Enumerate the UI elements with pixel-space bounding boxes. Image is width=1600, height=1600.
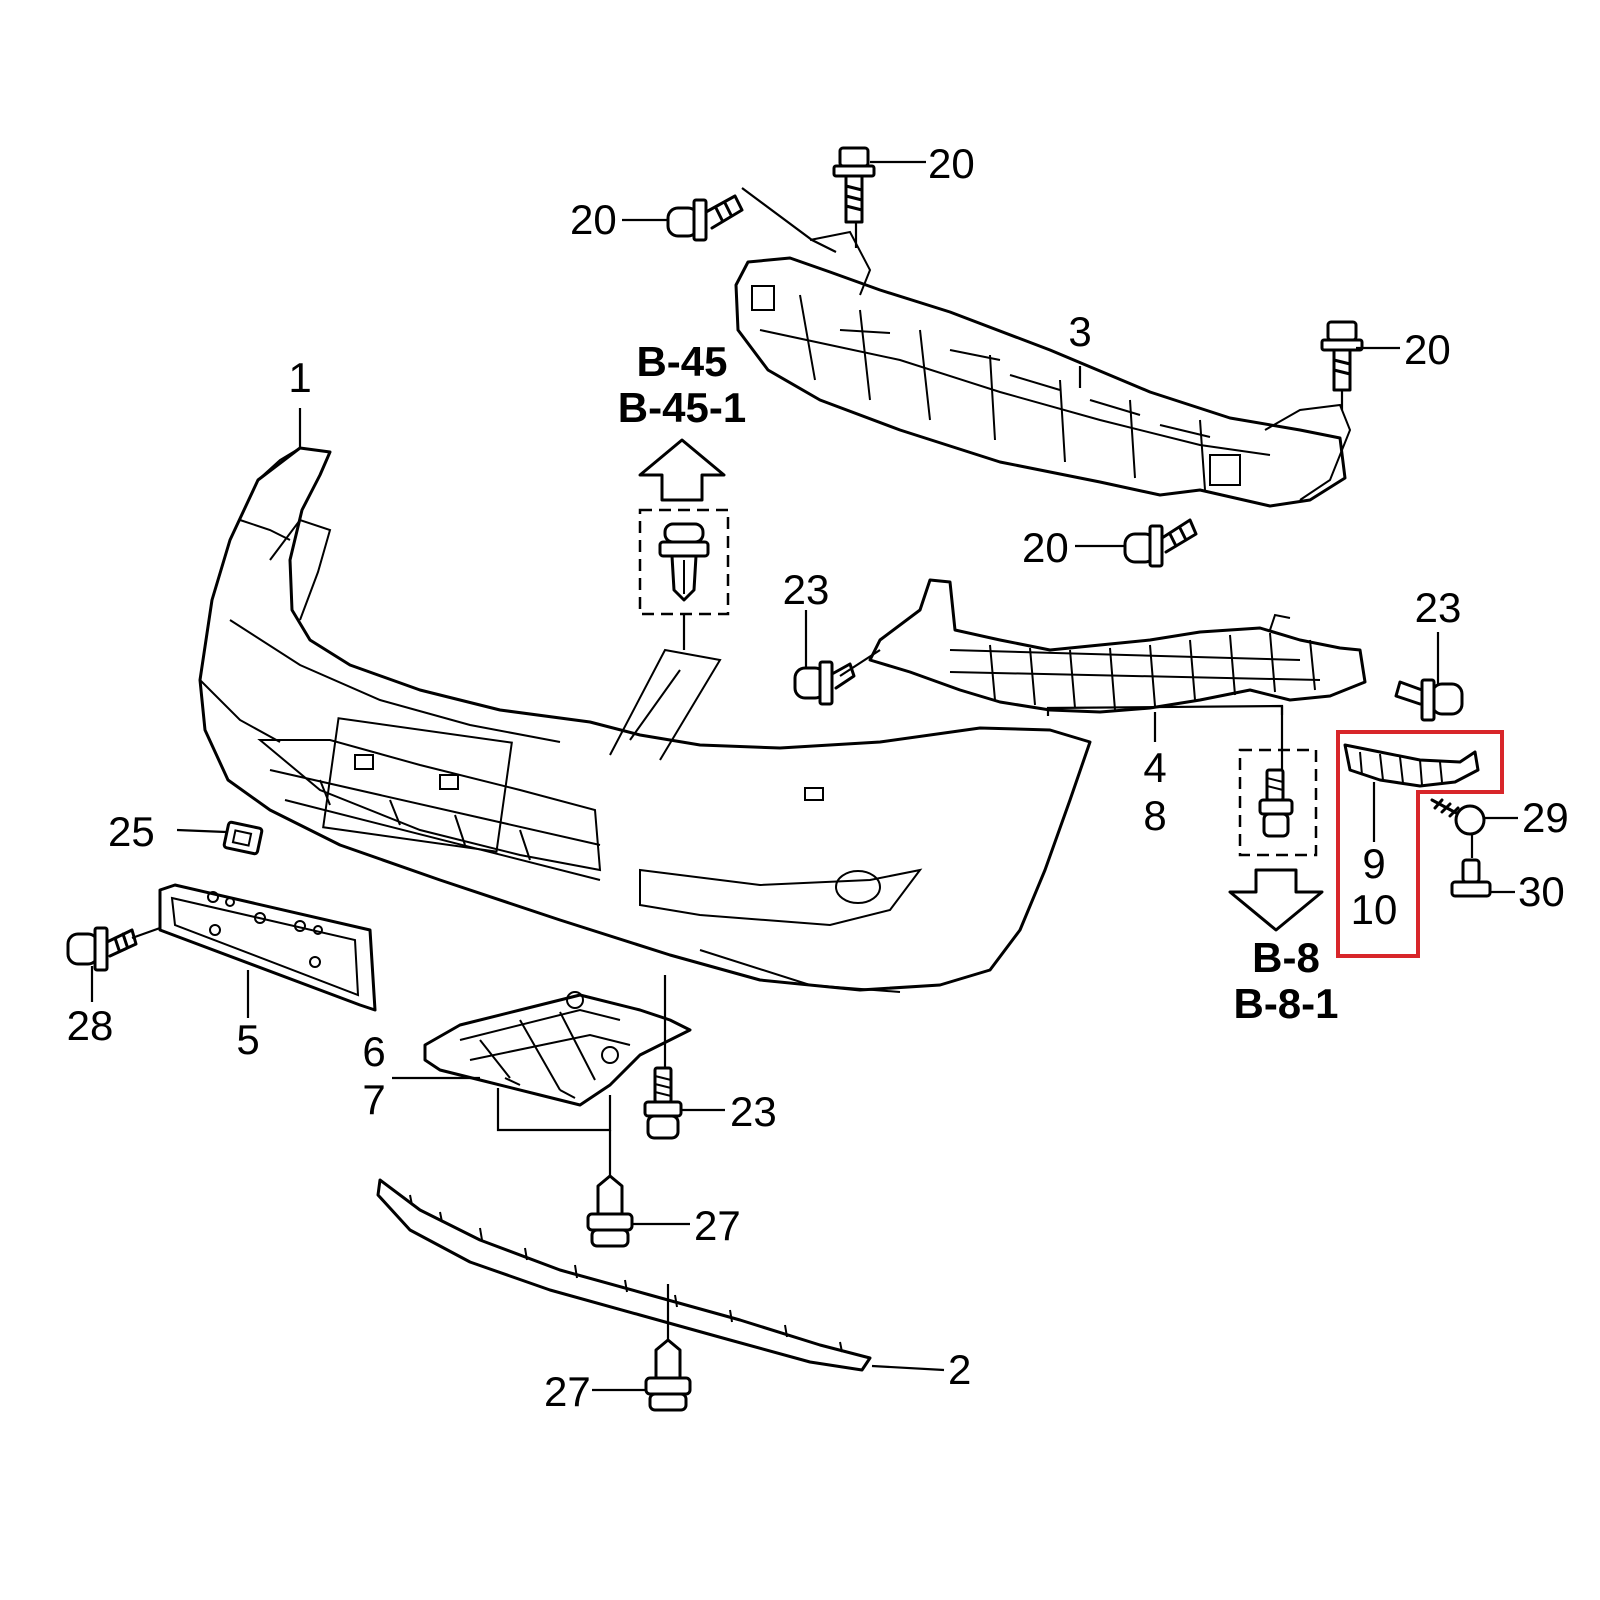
lower-cover: [423, 991, 692, 1107]
bolt-23-left: [793, 660, 856, 706]
bolt-20-top: [832, 146, 876, 224]
upper-bracket: [868, 578, 1367, 714]
ref-up-b: B-45-1: [618, 384, 746, 431]
clip-nut: [222, 820, 264, 856]
bolt-28: [66, 926, 138, 972]
label-part-7: 7: [362, 1076, 385, 1123]
label-part-30: 30: [1518, 868, 1565, 915]
label-part-25: 25: [108, 808, 155, 855]
reference-labels: B-45 B-45-1 B-8 B-8-1: [618, 338, 1339, 1027]
label-part-23-right: 23: [1415, 584, 1462, 631]
label-part-4: 4: [1143, 744, 1166, 791]
label-part-20-right: 20: [1404, 326, 1451, 373]
bumper-absorber: [734, 230, 1352, 508]
bolt-20-right-top: [1320, 320, 1364, 392]
ref-down-b: B-8-1: [1233, 980, 1338, 1027]
bolt-23-right: [1394, 678, 1464, 722]
label-part-1: 1: [288, 354, 311, 401]
label-part-10: 10: [1351, 886, 1398, 933]
clip-b45: [658, 522, 710, 602]
highlight-box: [1336, 730, 1504, 958]
clip-27-upper: [586, 1174, 634, 1248]
up-arrow: [638, 438, 726, 502]
label-part-20-bottom: 20: [1022, 524, 1069, 571]
bumper-cover: [198, 446, 1092, 993]
label-part-6: 6: [362, 1028, 385, 1075]
label-part-20-top: 20: [928, 140, 975, 187]
nut-30: [1450, 858, 1492, 898]
ref-down-a: B-8: [1252, 934, 1320, 981]
label-part-2: 2: [948, 1346, 971, 1393]
clip-27-lower: [644, 1338, 692, 1412]
bolt-20-left: [666, 194, 744, 242]
side-bracket: [1343, 743, 1480, 788]
label-part-3: 3: [1068, 308, 1091, 355]
b8-bolt-box: [1238, 748, 1318, 857]
label-part-9: 9: [1362, 840, 1385, 887]
lower-molding: [376, 1178, 872, 1372]
license-plate-bracket: [158, 883, 377, 1012]
label-part-29: 29: [1522, 794, 1569, 841]
label-part-8: 8: [1143, 792, 1166, 839]
down-arrow: [1228, 868, 1324, 932]
label-part-27-lower: 27: [544, 1368, 591, 1415]
label-part-28: 28: [67, 1002, 114, 1049]
bolt-b8: [1258, 768, 1294, 838]
screw-29: [1430, 798, 1486, 836]
bolt-23-bottom: [643, 1066, 683, 1140]
label-part-27-upper: 27: [694, 1202, 741, 1249]
label-part-5: 5: [236, 1016, 259, 1063]
bolt-20-bottom: [1123, 518, 1198, 568]
part-labels: 1 3 20 20 20 20 23 23 4 8 9 10 29 30 25 …: [67, 140, 1569, 1415]
label-part-23-left: 23: [783, 566, 830, 613]
label-part-23-bottom: 23: [730, 1088, 777, 1135]
leader-lines: [90, 160, 1518, 1392]
label-part-20-left: 20: [570, 196, 617, 243]
ref-up-a: B-45: [636, 338, 727, 385]
